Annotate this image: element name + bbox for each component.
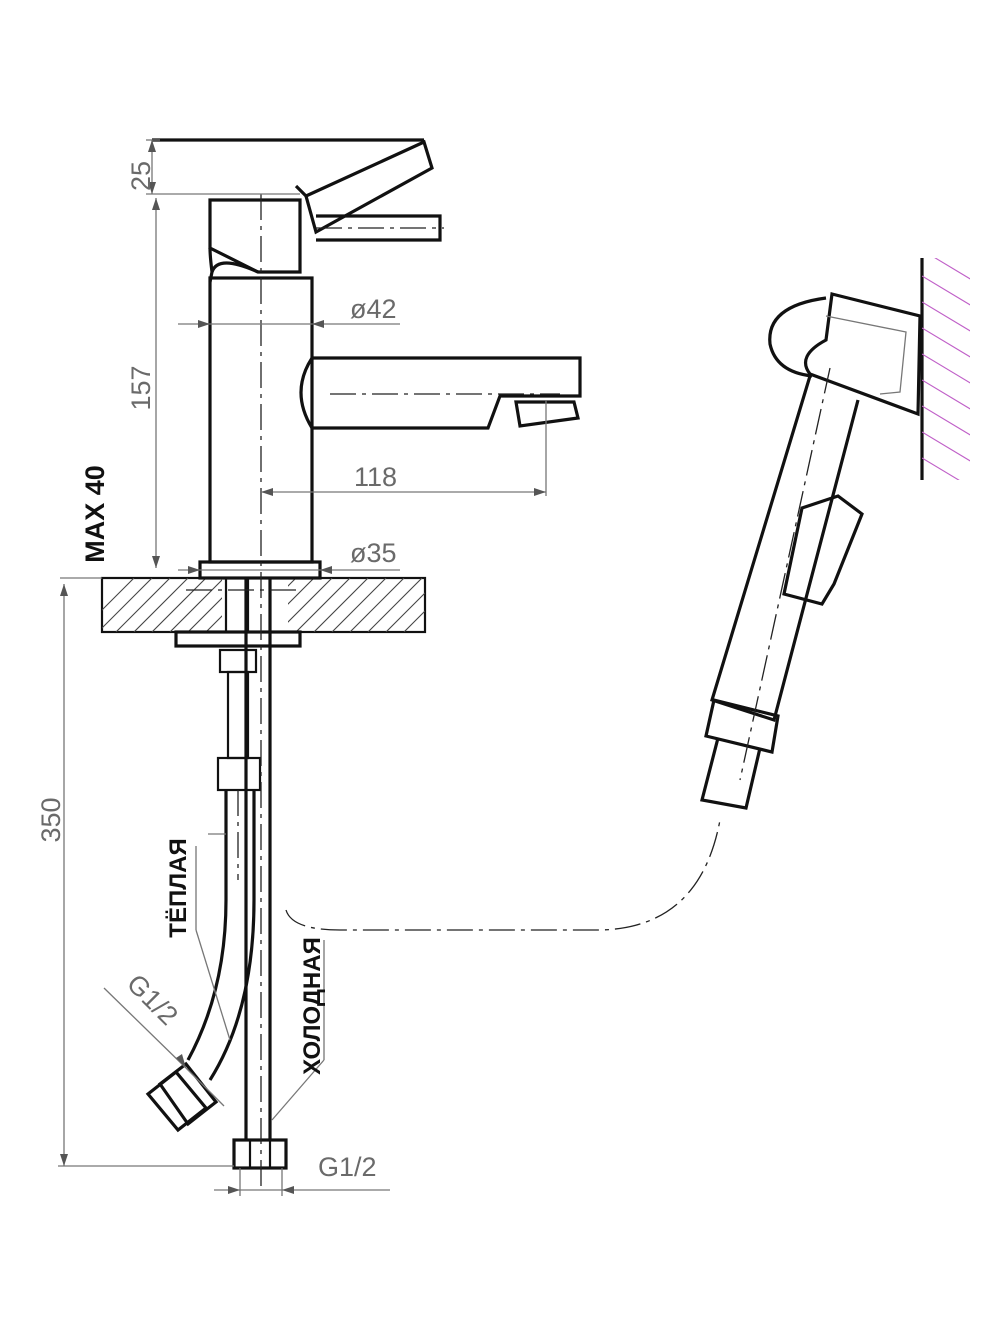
center-lines xyxy=(186,194,831,1186)
cold-thread-label: G1/2 xyxy=(318,1152,377,1182)
supply-hoses xyxy=(145,576,288,1170)
warm-hose-nut xyxy=(157,1061,219,1127)
shower-head xyxy=(768,296,827,378)
dimension-labels: 25 157 ø42 118 ø35 MAX 40 350 G1/2 G1/2 xyxy=(36,161,397,1182)
mounting-stud xyxy=(224,576,250,634)
stud-nut xyxy=(218,648,258,674)
max-counter-thickness-label: MAX 40 xyxy=(80,465,110,563)
body-diameter-label: ø42 xyxy=(350,294,397,324)
hose-length-label: 350 xyxy=(36,797,66,842)
lever-handle-raised xyxy=(304,139,434,235)
warm-hose-left-edge xyxy=(186,790,228,1061)
shower-hose-connector xyxy=(700,737,762,810)
hose-labels: ТЁПЛАЯ ХОЛОДНАЯ xyxy=(165,838,326,1075)
warm-hose-nut-outer xyxy=(145,1069,209,1133)
base-diameter-label: ø35 xyxy=(350,538,397,568)
warm-hose-label: ТЁПЛАЯ xyxy=(165,838,192,937)
cold-hose-label: ХОЛОДНАЯ xyxy=(299,937,326,1075)
lever-height-label: 25 xyxy=(126,161,156,191)
shower-holder xyxy=(804,292,922,417)
shower-axis xyxy=(739,367,831,781)
holder-inner-outline xyxy=(825,315,907,395)
aerator xyxy=(514,400,580,428)
dimension-lines xyxy=(58,139,547,1196)
body-cap xyxy=(210,261,259,274)
lever-handle-level xyxy=(316,214,442,242)
cold-hose-nut xyxy=(232,1138,288,1170)
spout xyxy=(299,356,582,430)
wall-hatching xyxy=(922,258,970,480)
shower-handle xyxy=(710,375,860,723)
shower-hose-collar xyxy=(704,698,780,754)
spout-reach-label: 118 xyxy=(354,462,397,492)
shower-hose-path xyxy=(285,819,721,931)
warm-thread-label: G1/2 xyxy=(121,968,184,1031)
body-height-label: 157 xyxy=(126,365,156,410)
shower-trigger xyxy=(782,494,864,606)
mounting-washer xyxy=(174,630,302,648)
hygienic-shower xyxy=(700,258,970,810)
lever-base xyxy=(208,198,302,274)
warm-hose-nut-top xyxy=(216,756,262,792)
